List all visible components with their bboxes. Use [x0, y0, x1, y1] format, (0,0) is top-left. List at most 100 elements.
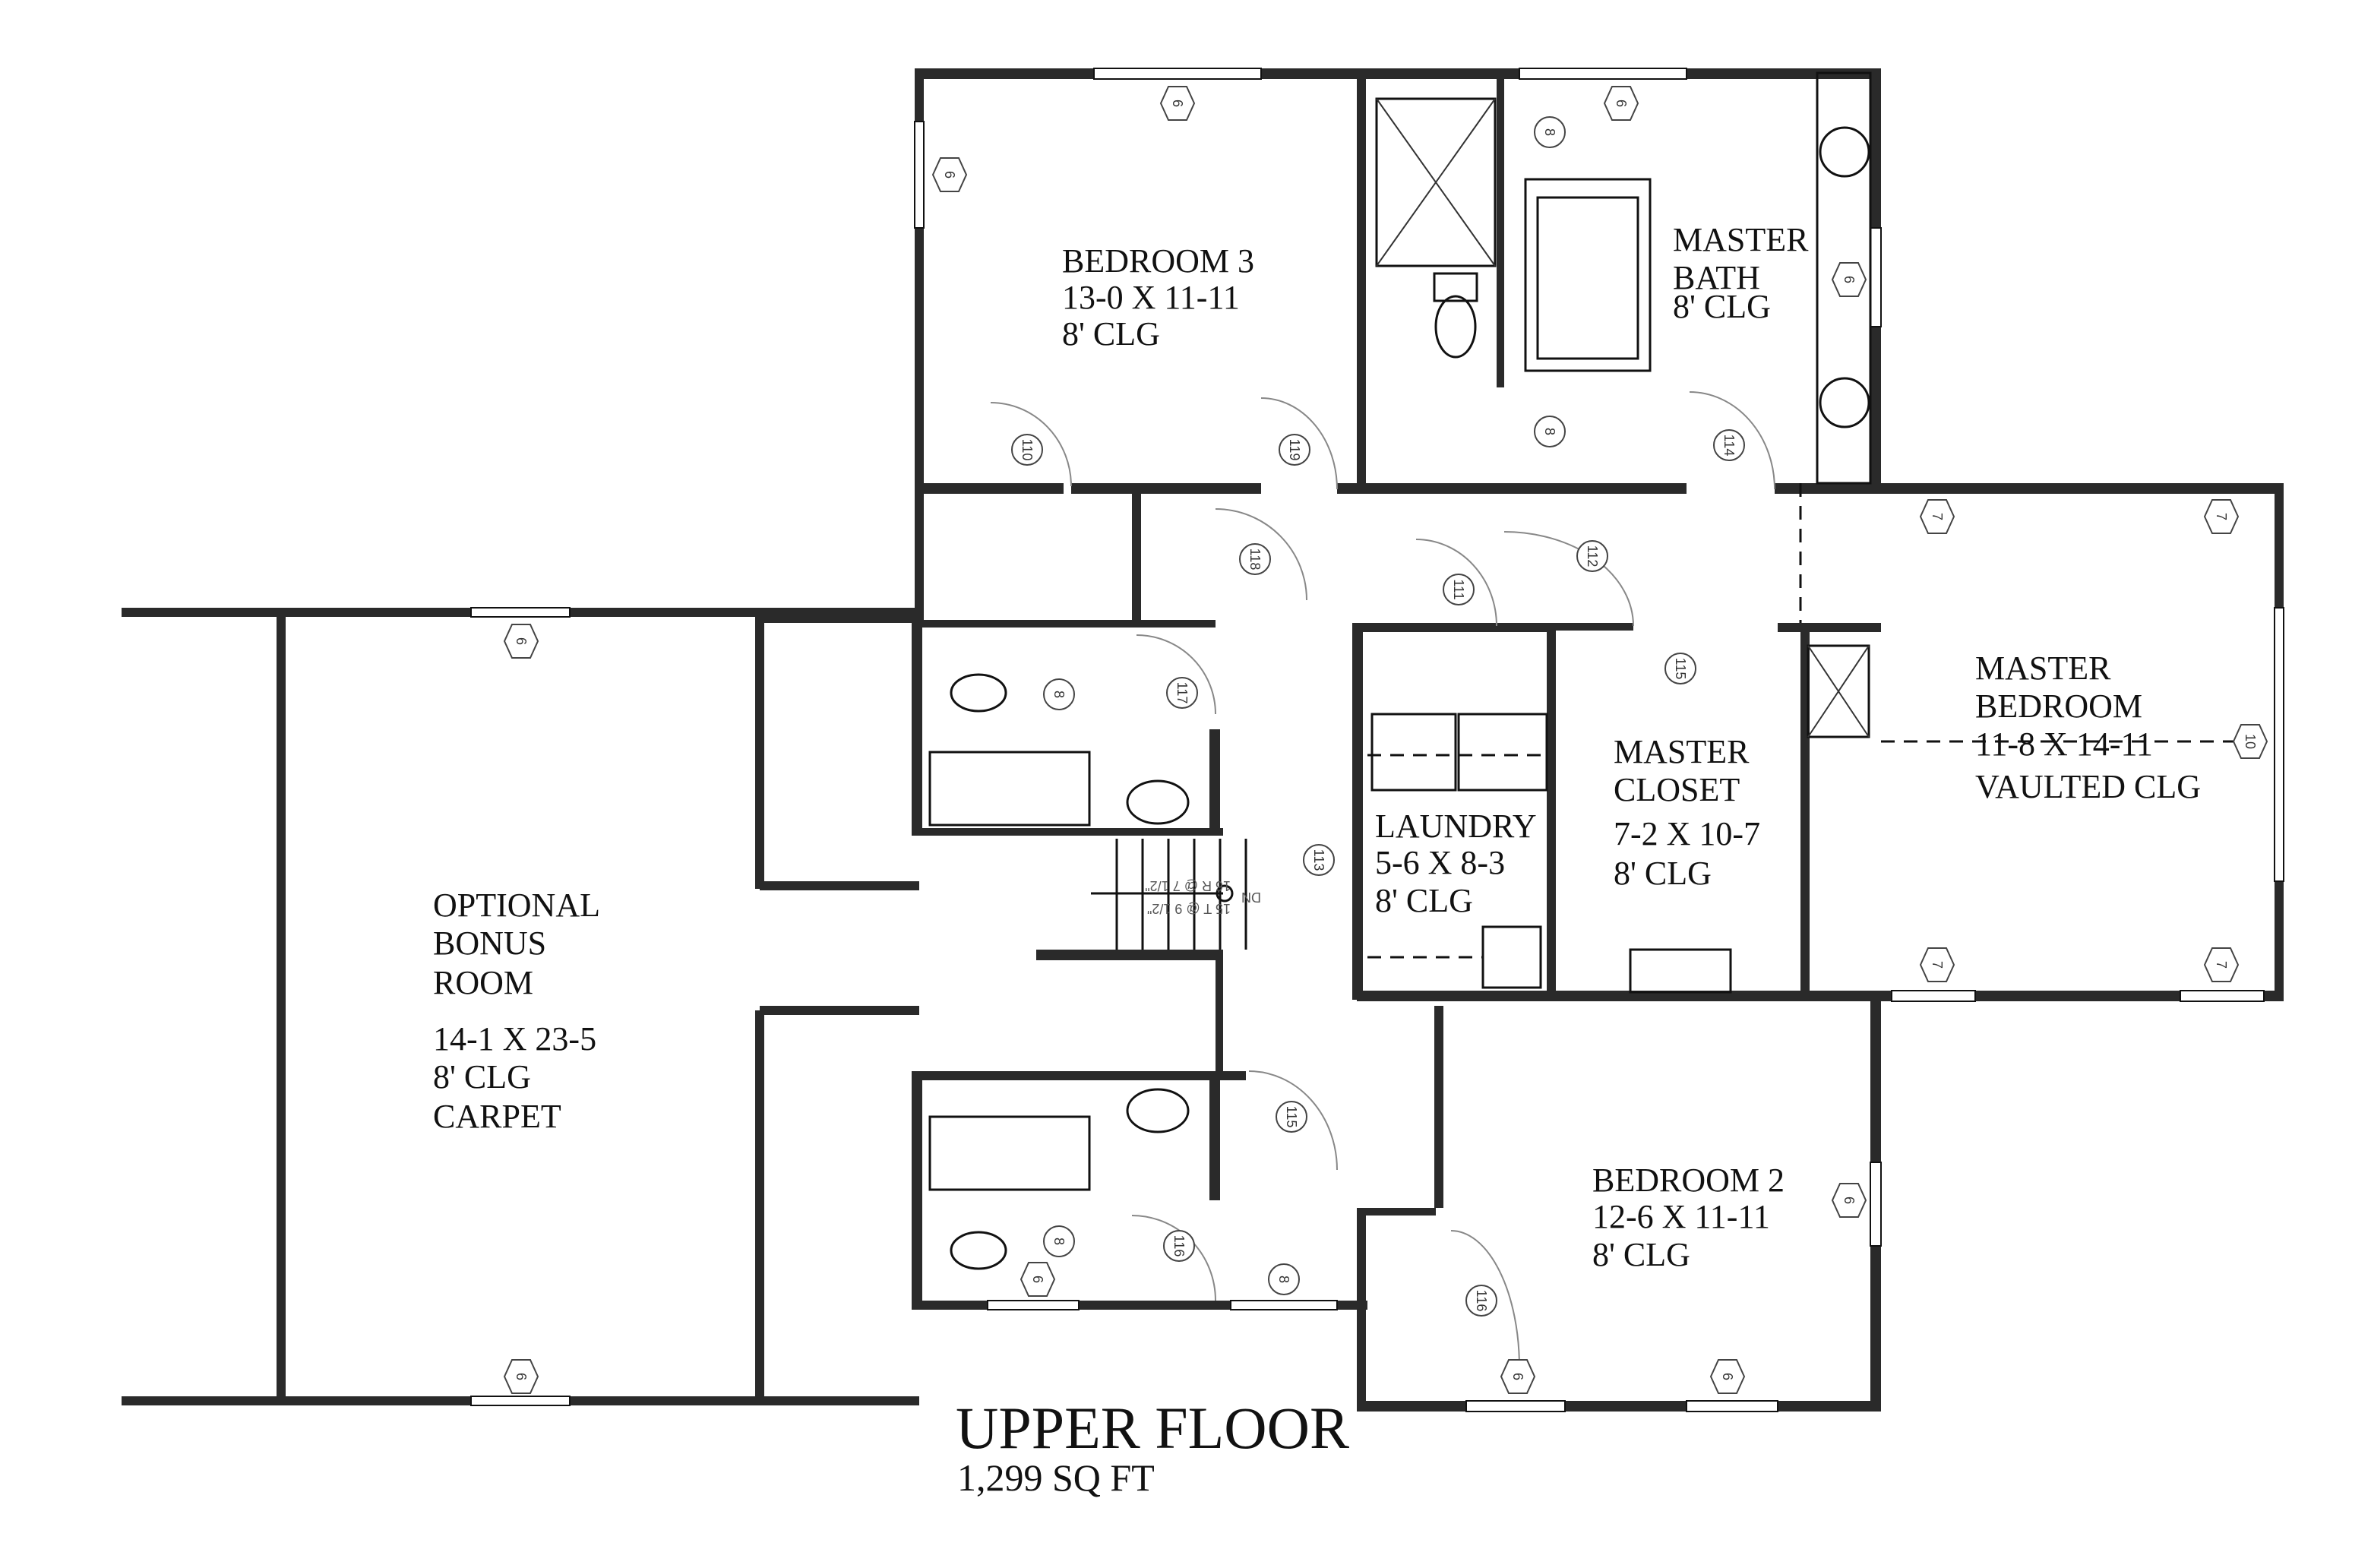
bathtub	[928, 1115, 1091, 1191]
window-tag: 10	[2232, 724, 2268, 759]
room-master-bedroom: MASTER BEDROOM 11-8 X 14-11 VAULTED CLG	[1975, 650, 2201, 805]
hexagon-icon	[1500, 1359, 1536, 1394]
hexagon-icon	[1919, 499, 1955, 534]
tub-surround	[1524, 178, 1652, 372]
door-swing	[1248, 1070, 1338, 1171]
window	[1870, 1162, 1882, 1247]
wall-segment	[1775, 483, 2282, 494]
window-tag: 6	[1500, 1359, 1536, 1394]
hexagon-icon	[1831, 1183, 1867, 1218]
window-tag-label: 6	[1841, 276, 1857, 283]
wall-segment	[1357, 1208, 1436, 1216]
window	[2180, 990, 2265, 1002]
hexagon-icon	[1159, 86, 1196, 121]
door-tag: 119	[1279, 434, 1310, 466]
door-tag-label: 8	[1542, 128, 1557, 136]
window-tag: 6	[1159, 86, 1196, 121]
door-tag: 8	[1534, 416, 1566, 447]
circle-icon	[1443, 574, 1475, 605]
door-tag-label: 115	[1673, 658, 1688, 680]
door-tag: 112	[1576, 540, 1608, 572]
door-tag-label: 8	[1051, 691, 1067, 698]
room-name: OPTIONAL	[433, 887, 600, 924]
room-ceiling: 8' CLG	[1673, 288, 1771, 325]
wall-segment	[1337, 483, 1687, 494]
door-tag: 113	[1303, 844, 1335, 876]
door-tag: 8	[1534, 116, 1566, 148]
room-name-2: BATH	[1673, 259, 1760, 296]
bathtub	[928, 751, 1091, 827]
door-tag-label: 113	[1311, 849, 1326, 871]
room-floor: CARPET	[433, 1098, 561, 1135]
toilet	[950, 1231, 1007, 1270]
window-tag-label: 6	[1720, 1373, 1735, 1380]
room-laundry: LAUNDRY 5-6 X 8-3 8' CLG	[1375, 808, 1537, 919]
window	[470, 1396, 571, 1406]
room-size: 5-6 X 8-3	[1375, 844, 1505, 881]
circle-icon	[1043, 1225, 1075, 1257]
hexagon-icon	[503, 1359, 539, 1394]
wall-segment	[1434, 1006, 1443, 1208]
toilet	[950, 673, 1007, 713]
room-size: 13-0 X 11-11	[1062, 279, 1240, 316]
circle-icon	[1303, 844, 1335, 876]
room-name: MASTER	[1614, 733, 1750, 770]
wall-segment	[915, 68, 1881, 79]
wall-segment	[1497, 623, 1633, 631]
window-tag: 6	[1831, 1183, 1867, 1218]
hexagon-icon	[1709, 1359, 1746, 1394]
door-swing	[990, 402, 1072, 487]
plan-area: 1,299 SQ FT	[957, 1456, 1155, 1499]
sink	[1819, 126, 1870, 178]
hexagon-icon	[2203, 947, 2240, 982]
room-name-2: BEDROOM	[1975, 688, 2142, 725]
wall-segment	[1497, 73, 1504, 387]
room-name: LAUNDRY	[1375, 808, 1537, 845]
wall-segment	[1352, 623, 1363, 1000]
hexagon-icon	[1919, 947, 1955, 982]
window-tag: 7	[1919, 499, 1955, 534]
room-bedroom-3: BEDROOM 3 13-0 X 11-11 8' CLG	[1062, 242, 1254, 352]
window-tag-label: 7	[2214, 961, 2229, 969]
window-tag-label: 6	[514, 1373, 529, 1380]
door-tag-label: 112	[1585, 545, 1600, 567]
chase-lines	[1807, 645, 1870, 738]
window-tag-label: 6	[1510, 1373, 1525, 1380]
window-tag: 7	[2203, 499, 2240, 534]
hexagon-icon	[931, 157, 968, 192]
wall-segment	[755, 612, 764, 889]
window	[1465, 1400, 1566, 1412]
window-tag-label: 6	[942, 171, 957, 179]
door-tag: 117	[1166, 677, 1198, 709]
circle-icon	[1043, 678, 1075, 710]
room-name: MASTER	[1673, 221, 1809, 258]
door-tag-label: 8	[1542, 428, 1557, 435]
wall-segment	[915, 483, 1064, 494]
circle-icon	[1011, 434, 1043, 466]
wall-segment	[760, 1006, 919, 1015]
door-tag: 115	[1664, 653, 1696, 684]
window-tag: 6	[1831, 262, 1867, 297]
sink	[1126, 1088, 1190, 1133]
circle-icon	[1534, 416, 1566, 447]
door-tag: 111	[1443, 574, 1475, 605]
room-name: MASTER	[1975, 650, 2111, 687]
wall-segment	[1357, 1208, 1366, 1412]
door-swing	[1450, 1230, 1520, 1368]
wall-segment	[760, 615, 919, 623]
hexagon-icon	[2203, 499, 2240, 534]
circle-icon	[1713, 429, 1745, 461]
wall-segment	[755, 1010, 764, 1401]
sink	[1126, 779, 1190, 825]
door-swing	[1260, 397, 1338, 490]
closet-shelf	[1629, 948, 1732, 994]
window	[1686, 1400, 1778, 1412]
window-tag: 6	[931, 157, 968, 192]
hexagon-icon	[503, 624, 539, 659]
door-tag-label: 118	[1247, 548, 1263, 571]
window	[470, 607, 571, 618]
wall-segment	[1216, 960, 1223, 1071]
laundry-sink	[1481, 925, 1542, 989]
dashed-lines	[1367, 483, 2249, 959]
stair-risers: 16 R @ 7 1/2"	[1145, 878, 1231, 893]
